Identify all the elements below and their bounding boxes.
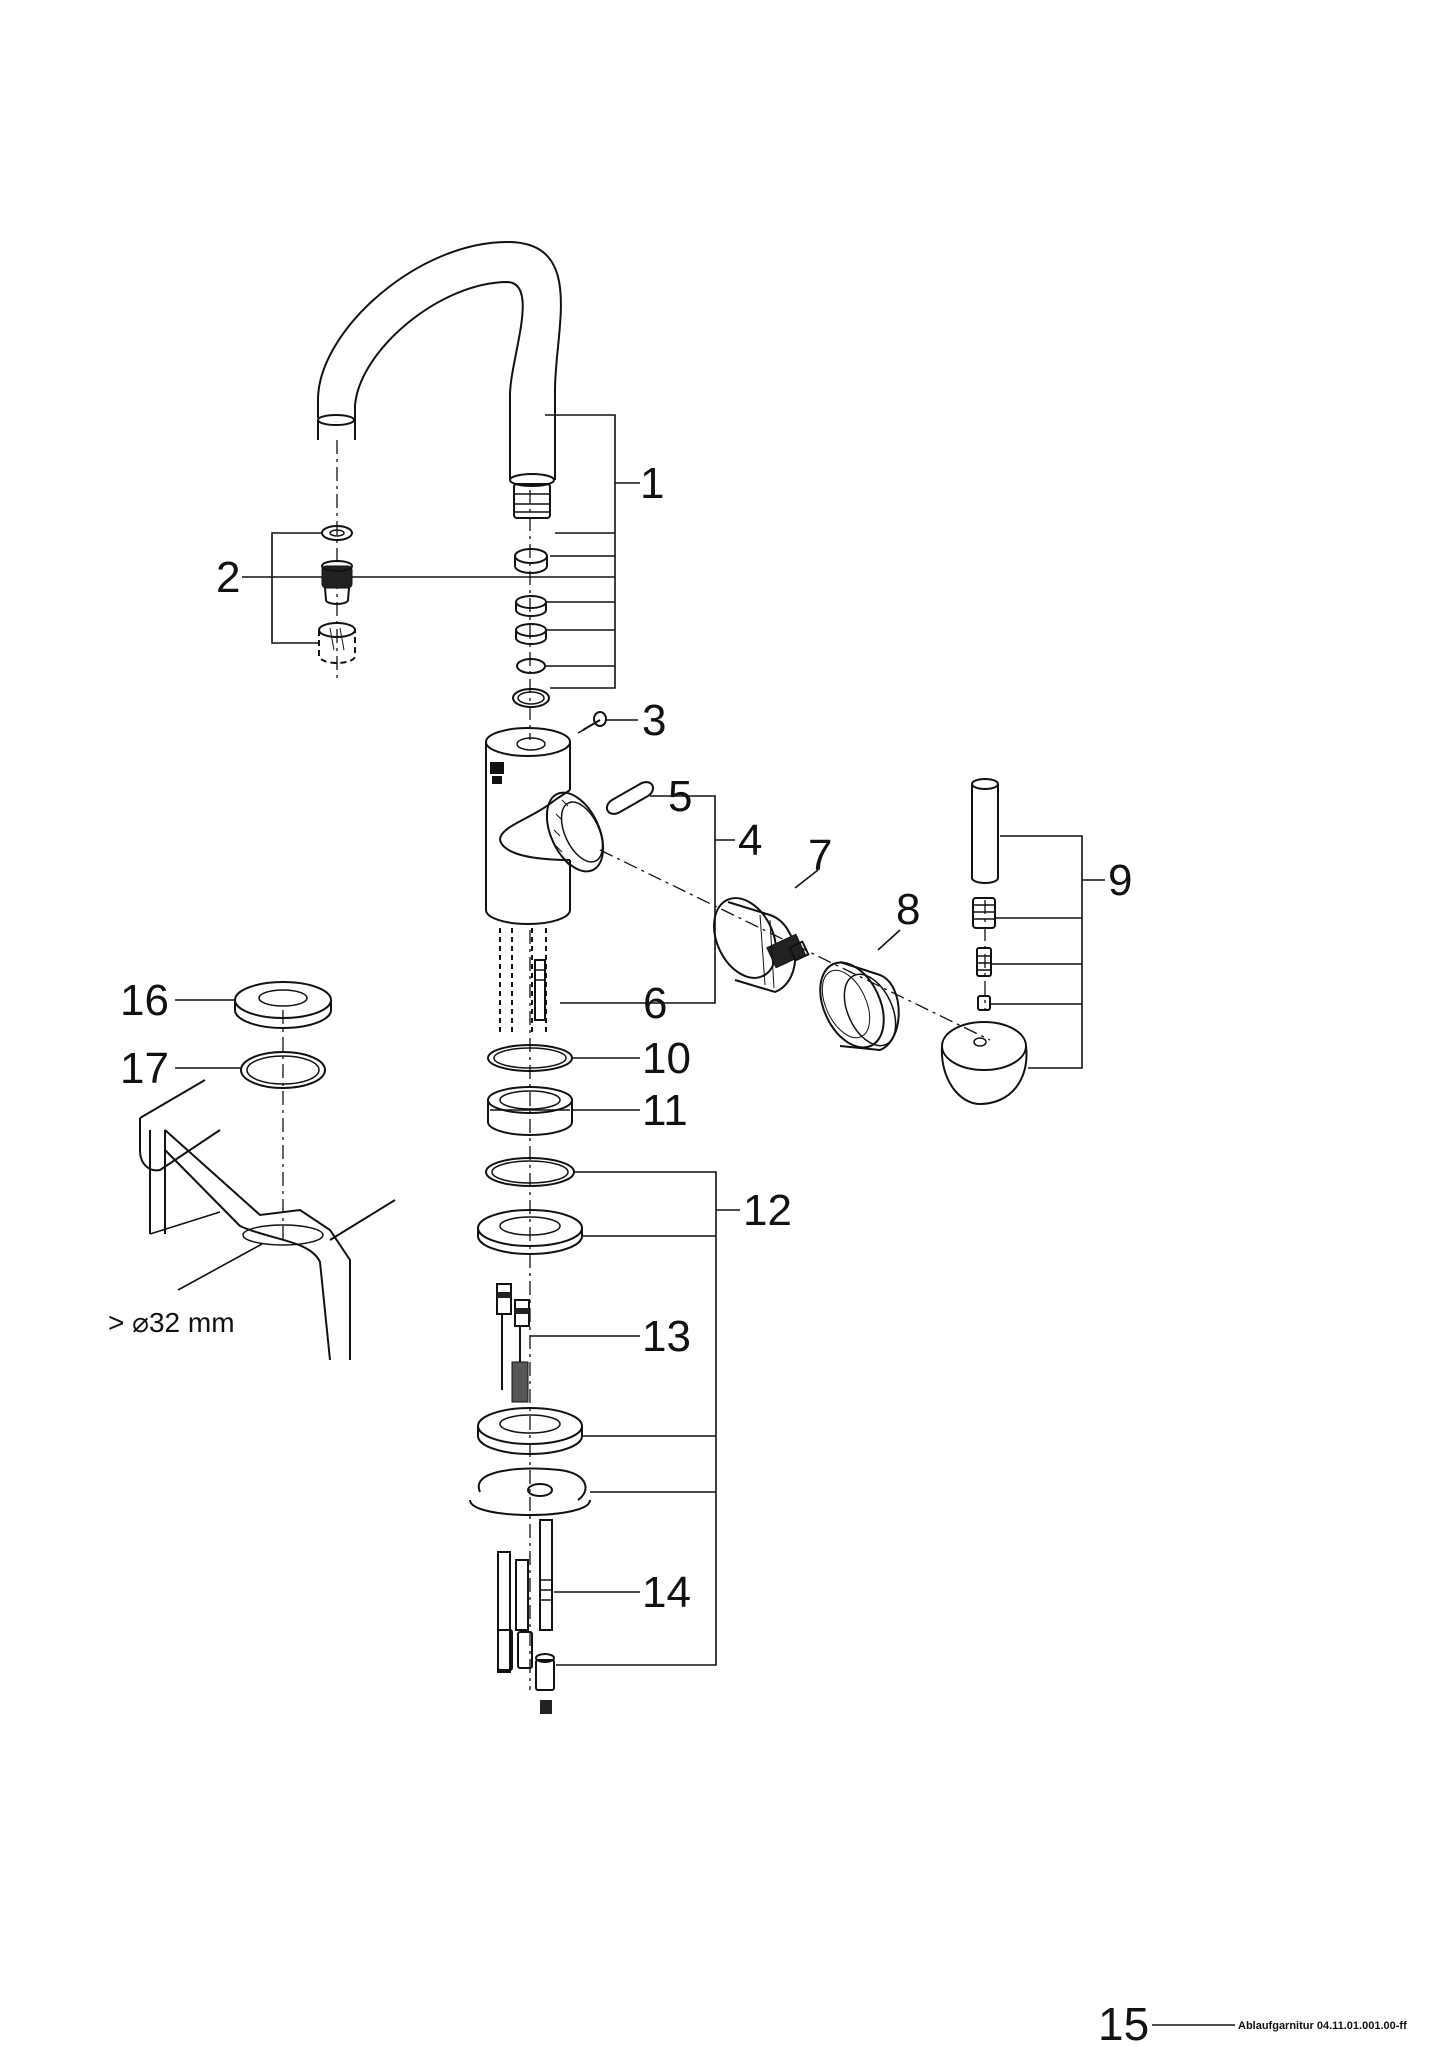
mounting-set xyxy=(469,1157,591,1516)
threaded-rods xyxy=(497,1519,555,1714)
callout-12: 12 xyxy=(743,1186,792,1235)
callout-3: 3 xyxy=(642,696,666,745)
callout-10: 10 xyxy=(642,1034,691,1083)
hole-diameter-note: > ⌀32 mm xyxy=(108,1307,235,1338)
threaded-stud xyxy=(534,959,546,1021)
cover-cap xyxy=(819,961,900,1052)
spout xyxy=(317,240,562,519)
cartridge xyxy=(713,897,810,994)
lever-handle xyxy=(940,778,1028,1106)
screw xyxy=(577,711,607,734)
callout-16: 16 xyxy=(120,976,169,1025)
callout-14: 14 xyxy=(642,1568,691,1617)
faucet-body xyxy=(485,727,605,1032)
callout-11: 11 xyxy=(642,1086,688,1135)
callout-17: 17 xyxy=(120,1044,169,1093)
callout-labels: 1 2 3 4 5 6 7 8 9 10 11 12 13 14 16 17 xyxy=(120,459,1132,1617)
document-reference: Ablaufgarnitur 04.11.01.001.00-ff xyxy=(1238,2020,1407,2032)
callout-8: 8 xyxy=(896,885,920,934)
countertop-section xyxy=(139,1079,396,1361)
supply-hoses xyxy=(496,1283,530,1403)
page-number: 15 xyxy=(1098,1998,1149,2047)
callout-4: 4 xyxy=(738,816,762,865)
callout-1: 1 xyxy=(640,459,664,508)
callout-9: 9 xyxy=(1108,856,1132,905)
o-ring-and-nut xyxy=(487,1044,573,1136)
callout-13: 13 xyxy=(642,1312,691,1361)
callout-2: 2 xyxy=(216,553,240,602)
callout-5: 5 xyxy=(668,772,692,821)
pin xyxy=(605,781,655,815)
callout-6: 6 xyxy=(643,979,667,1028)
leader-lines xyxy=(175,414,1235,2026)
callout-7: 7 xyxy=(808,831,832,880)
center-axes xyxy=(282,440,991,1690)
spout-seals xyxy=(512,548,550,708)
